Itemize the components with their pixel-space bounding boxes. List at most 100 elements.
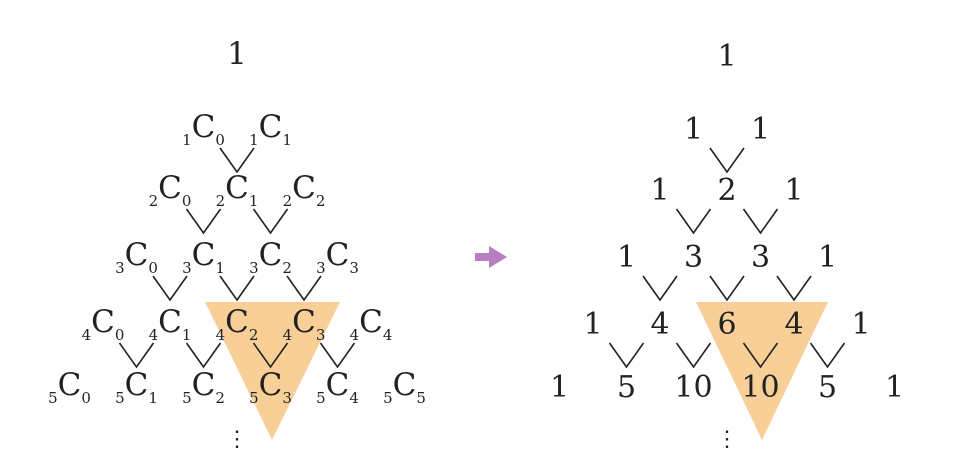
term-base: C	[124, 366, 149, 403]
term-k-subscript: 0	[81, 389, 91, 408]
term-base: C	[225, 303, 249, 340]
left-highlight-triangle	[205, 302, 340, 440]
term-base: C	[392, 366, 417, 403]
pascal-number-5-0: 1	[549, 370, 570, 405]
term-base: C	[91, 303, 115, 340]
left-connector-2-1	[252, 208, 289, 235]
left-connector-4-0	[118, 342, 155, 369]
term-base: C	[258, 236, 283, 273]
pascal-number-5-5: 1	[884, 370, 905, 405]
left-connector-4-1	[185, 342, 222, 369]
term-k-subscript: 1	[248, 192, 259, 211]
left-connector-3-1	[219, 275, 255, 302]
right-connector-4-2	[742, 342, 779, 369]
right-connector-2-1	[742, 208, 779, 235]
binomial-term-4-2: 4C2	[215, 303, 259, 345]
term-n-subscript: 2	[282, 192, 293, 211]
term-n-subscript: 4	[349, 326, 360, 345]
right-connector-4-0	[608, 342, 645, 369]
term-k-subscript: 2	[248, 326, 259, 345]
binomial-term-4-3: 4C3	[282, 306, 326, 345]
term-k-subscript: 1	[181, 326, 192, 345]
pascal-number-2-0: 1	[650, 173, 670, 208]
right-connector-3-1	[709, 275, 745, 302]
term-k-subscript: 0	[215, 131, 225, 150]
pascal-number-3-2: 3	[750, 240, 771, 275]
binomial-term-3-3: 3C3	[316, 236, 359, 278]
binomial-term-2-0: 2C0	[148, 169, 192, 211]
term-n-subscript: 3	[182, 259, 192, 278]
right-continuation-dots: ⋮	[716, 427, 738, 452]
right-connector-4-3	[809, 342, 846, 369]
term-n-subscript: 5	[383, 389, 393, 408]
term-k-subscript: 3	[349, 259, 359, 278]
term-n-subscript: 4	[215, 326, 226, 345]
term-base: C	[325, 236, 350, 273]
term-k-subscript: 1	[282, 131, 292, 150]
term-k-subscript: 3	[282, 389, 292, 408]
term-n-subscript: 5	[115, 389, 125, 408]
binomial-term-5-0: 5C0	[48, 366, 91, 408]
term-k-subscript: 0	[114, 326, 125, 345]
binomial-term-1-0: 1C0	[182, 111, 225, 150]
binomial-term-3-1: 3C1	[182, 239, 225, 278]
term-n-subscript: 5	[249, 389, 259, 408]
pascal-number-3-0: 1	[616, 240, 637, 275]
term-base: 1	[227, 35, 247, 72]
right-connector-4-1	[675, 342, 712, 369]
binomial-term-5-5: 5C5	[383, 366, 426, 408]
pascal-number-4-0: 1	[583, 307, 603, 342]
term-base: C	[124, 236, 149, 273]
binomial-term-4-1: 4C1	[149, 306, 192, 345]
term-k-subscript: 0	[148, 259, 158, 278]
term-n-subscript: 3	[316, 259, 326, 278]
left-connector-1-0	[219, 147, 255, 174]
term-k-subscript: 2	[282, 259, 292, 278]
term-n-subscript: 3	[249, 259, 259, 278]
binomial-term-5-3: 5C3	[249, 366, 292, 408]
term-k-subscript: 5	[416, 389, 426, 408]
pascal-number-4-1: 4	[650, 307, 670, 342]
term-k-subscript: 1	[215, 259, 225, 278]
term-k-subscript: 1	[148, 389, 158, 408]
pascal-number-4-3: 4	[784, 307, 804, 342]
right-connector-2-0	[675, 208, 712, 235]
pascal-number-2-2: 1	[784, 173, 804, 208]
pascal-number-3-3: 1	[817, 240, 838, 275]
term-n-subscript: 2	[215, 192, 226, 211]
term-base: C	[258, 108, 283, 145]
term-base: C	[292, 169, 316, 206]
binomial-term-5-4: 5C4	[316, 369, 359, 408]
left-connector-2-0	[185, 208, 222, 235]
pascal-number-5-1: 5	[616, 370, 637, 405]
term-n-subscript: 5	[316, 389, 326, 408]
left-connector-4-2	[252, 342, 289, 369]
pascal-number-0-0: 1	[717, 39, 737, 74]
pascal-number-1-1: 1	[750, 112, 771, 147]
term-base: C	[225, 169, 249, 206]
term-base: C	[57, 366, 82, 403]
pascal-number-3-1: 3	[683, 240, 704, 275]
right-connector-1-0	[709, 147, 745, 174]
pascal-number-5-4: 5	[817, 370, 838, 405]
pascal-number-4-4: 1	[851, 307, 871, 342]
term-base: C	[191, 366, 216, 403]
term-n-subscript: 4	[282, 326, 293, 345]
binomial-term-4-4: 4C4	[349, 303, 393, 345]
connector-lines	[118, 147, 846, 369]
right-connector-3-0	[642, 275, 678, 302]
term-base: C	[258, 366, 283, 403]
term-n-subscript: 2	[148, 192, 159, 211]
term-base: C	[158, 169, 182, 206]
binomial-term-5-2: 5C2	[182, 366, 225, 406]
binomial-term-3-2: 3C2	[249, 236, 292, 278]
right-highlight-triangle	[696, 302, 828, 440]
left-continuation-dots: ⋮	[226, 427, 248, 452]
term-k-subscript: 0	[181, 192, 192, 211]
binomial-term-4-0: 4C0	[82, 303, 125, 345]
left-connector-3-0	[152, 275, 188, 302]
right-connector-3-2	[776, 275, 812, 302]
term-base: C	[359, 303, 383, 340]
binomial-term-1-1: 1C1	[249, 108, 292, 150]
